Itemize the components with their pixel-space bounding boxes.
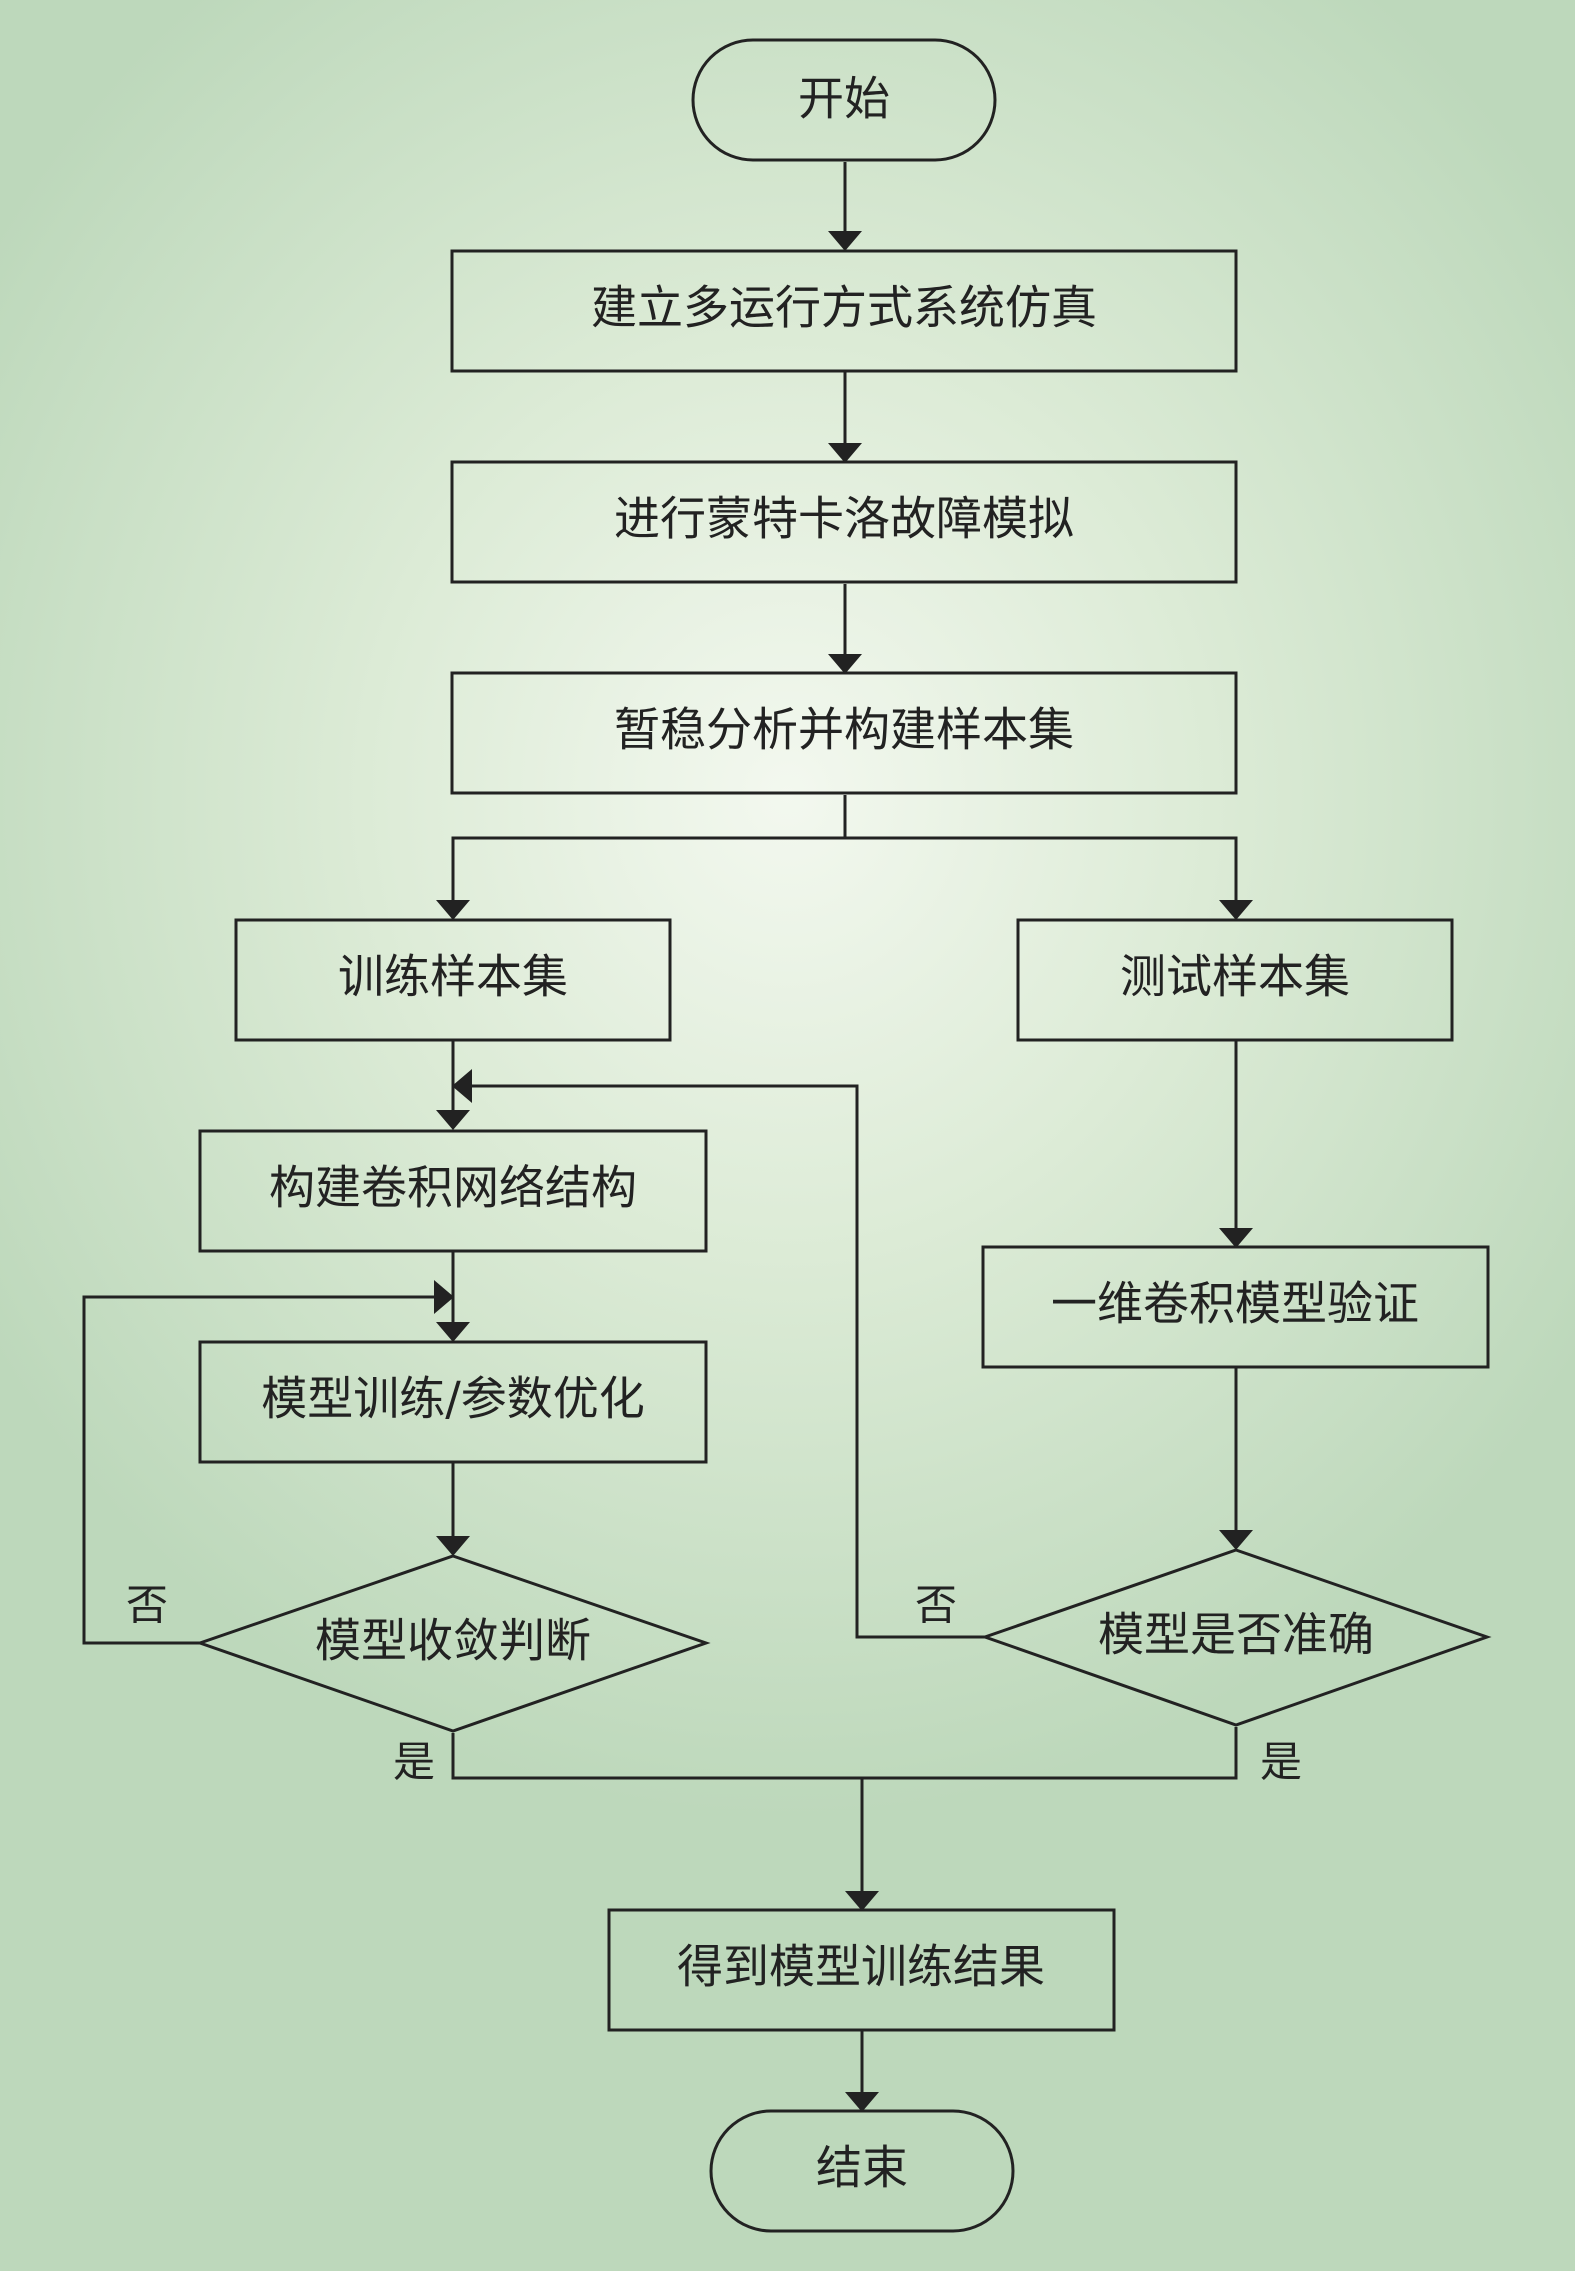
edge-accurate-no [452,1069,985,1639]
edge-converge-no [82,1280,454,1645]
converge-no-label: 否 [126,1581,168,1630]
train-opt-label: 模型训练/参数优化 [261,1372,645,1426]
edge-transient-to-test [845,836,1253,920]
accurate-label: 模型是否准确 [1098,1608,1374,1662]
edge-converge-yes [451,1727,1238,1780]
build-cnn-label: 构建卷积网络结构 [269,1161,637,1215]
transient-node [450,671,1238,795]
test-set-node [1016,918,1454,1042]
edge-transient-split [436,795,847,920]
end-label: 结束 [816,2141,908,2195]
start-label: 开始 [798,72,890,126]
train-opt-node [198,1340,708,1464]
accurate-decision [980,1548,1492,1727]
test-set-label: 测试样本集 [1120,950,1350,1004]
result-node [607,1908,1116,2032]
validate-label: 一维卷积模型验证 [1051,1277,1419,1331]
transient-label: 暂稳分析并构建样本集 [614,703,1074,757]
train-set-label: 训练样本集 [338,950,568,1004]
converge-yes-label: 是 [393,1738,435,1787]
start-node [691,38,997,162]
accurate-yes-label: 是 [1260,1738,1302,1787]
train-set-node [234,918,672,1042]
build-sim-label: 建立多运行方式系统仿真 [591,281,1097,335]
monte-carlo-node [450,460,1238,584]
end-node [709,2109,1015,2233]
converge-label: 模型收敛判断 [315,1614,591,1668]
accurate-no-label: 否 [915,1581,957,1630]
converge-decision [195,1554,711,1733]
validate-node [981,1245,1490,1369]
monte-carlo-label: 进行蒙特卡洛故障模拟 [614,492,1074,546]
build-sim-node [450,249,1238,373]
result-label: 得到模型训练结果 [677,1940,1045,1994]
build-cnn-node [198,1129,708,1253]
